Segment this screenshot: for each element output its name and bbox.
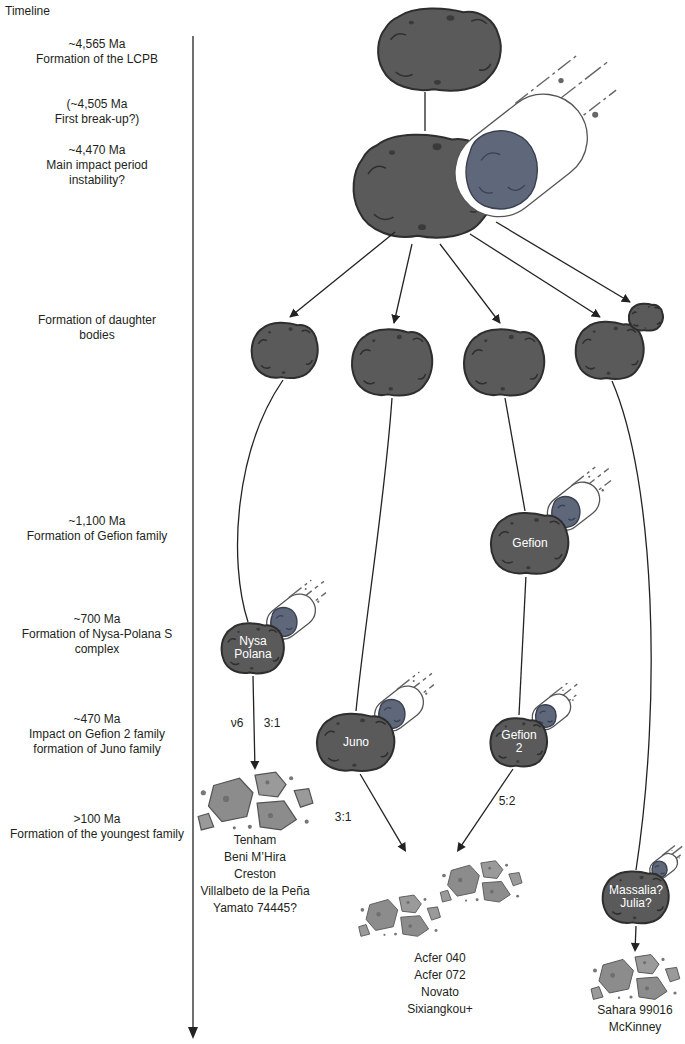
asteroid-name: Gefion [495, 537, 565, 550]
resonance-label: 3:1 [260, 716, 284, 731]
asteroid-body [317, 714, 394, 771]
connector-line [253, 676, 255, 762]
resonance-label: 3:1 [333, 810, 354, 824]
parent-body [378, 8, 501, 90]
arrowhead [250, 761, 259, 770]
timeline-label: Formation of the youngest family [4, 827, 190, 842]
timeline-label: Formation of Nysa-Polana S complex [4, 627, 190, 657]
asteroid-node: Massalia? Julia? [601, 868, 671, 926]
timeline-label: Formation of daughter bodies [27, 313, 167, 343]
meteorite-name: McKinney [587, 1019, 683, 1036]
impactor [437, 56, 616, 234]
connector-line [635, 926, 637, 944]
breakup-arrow [440, 244, 500, 323]
fragment-pile [587, 952, 683, 1002]
meteorite-name: Beni M’Hira [180, 849, 330, 866]
connector-line [360, 774, 402, 845]
arrowhead [631, 943, 640, 952]
arrowhead [398, 842, 406, 852]
daughter-body [576, 322, 644, 379]
asteroid-label: Gefion [489, 509, 571, 577]
timeline-label: >100 Ma [4, 812, 190, 827]
timeline-label: (~4,505 Ma [4, 97, 190, 112]
connector [250, 676, 259, 770]
timeline-label: ~4,470 Ma [4, 143, 190, 158]
arrowhead [457, 842, 466, 852]
column-heading: Timeline [5, 4, 85, 19]
evolution-line [238, 380, 283, 622]
asteroid-node: Juno [315, 710, 397, 774]
timeline-label: ~1,100 Ma [4, 514, 190, 529]
connector [360, 774, 406, 852]
meteorite-name: Villalbeto de la Peña [180, 883, 330, 900]
timeline-label: First break-up?) [4, 112, 190, 127]
asteroid-name: Gefion 2 [498, 729, 540, 755]
connector [457, 769, 513, 852]
resonance-label: 5:2 [497, 794, 518, 808]
meteorite-name: Novato [355, 984, 525, 1001]
breakup-arrow [496, 222, 630, 302]
resonance-label: ν6 [225, 716, 249, 731]
asteroid-body [222, 623, 284, 673]
breakup-arrow [394, 244, 412, 323]
meteorite-name: Yamato 74445? [180, 900, 330, 917]
fragment-group: Sahara 99016McKinney [587, 952, 683, 1036]
breakup-arrow [290, 232, 395, 317]
asteroid-node: Nysa Polana [220, 620, 286, 676]
asteroid-name: Nysa Polana [229, 635, 277, 661]
meteorite-name: Acfer 072 [355, 967, 525, 984]
timeline-arrowhead [188, 1027, 198, 1039]
timeline-label: ~4,565 Ma [4, 37, 190, 52]
fragments [198, 772, 313, 830]
fragments [359, 895, 441, 936]
timeline-label: Formation of the LCPB [4, 52, 190, 67]
asteroid-body [491, 513, 568, 574]
timeline-label: Formation of Gefion family [4, 529, 190, 544]
asteroid-body [603, 871, 669, 923]
timeline-label: ~470 Ma [4, 712, 190, 727]
evolution-line [356, 398, 392, 711]
evolution-line [612, 381, 651, 870]
asteroid-label: Juno [315, 710, 397, 774]
fragments [591, 955, 680, 1000]
meteorite-name: Creston [180, 866, 330, 883]
asteroid-label: Nysa Polana [220, 620, 286, 676]
meteorite-name: Acfer 040 [355, 950, 525, 967]
daughter-body [464, 329, 544, 395]
asteroid-node: Gefion 2 [489, 715, 549, 769]
fragment-pile [180, 770, 330, 832]
fragment-group: TenhamBeni M’HiraCrestonVillalbeto de la… [180, 770, 330, 917]
daughter-body [352, 329, 432, 395]
asteroid-name: Juno [321, 736, 391, 749]
timeline-label: Main impact period instability? [27, 158, 167, 188]
asteroid-label: Gefion 2 [489, 715, 549, 769]
asteroid-node: Gefion [489, 509, 571, 577]
daughter-body [252, 323, 318, 378]
small-fragment [629, 304, 663, 331]
fragments [440, 861, 522, 902]
connector [631, 926, 640, 952]
meteorite-name: Sixiangkou+ [355, 1001, 525, 1018]
meteorite-name: Sahara 99016 [587, 1002, 683, 1019]
connector [519, 577, 526, 715]
link-line [424, 92, 425, 131]
meteorite-name: Tenham [180, 832, 330, 849]
asteroid-label: Massalia? Julia? [601, 868, 671, 926]
fragment-pile [355, 852, 525, 950]
timeline-axis [192, 36, 193, 1028]
asteroid-name: Massalia? Julia? [607, 884, 665, 910]
breakup-arrow [470, 234, 600, 317]
connector-line [519, 577, 526, 715]
fragment-group: Acfer 040Acfer 072NovatoSixiangkou+ [355, 852, 525, 1018]
timeline-label: Impact on Gefion 2 family formation of J… [22, 727, 172, 757]
timeline-label: ~700 Ma [4, 612, 190, 627]
evolution-line [505, 398, 525, 511]
asteroid-body [490, 718, 547, 766]
